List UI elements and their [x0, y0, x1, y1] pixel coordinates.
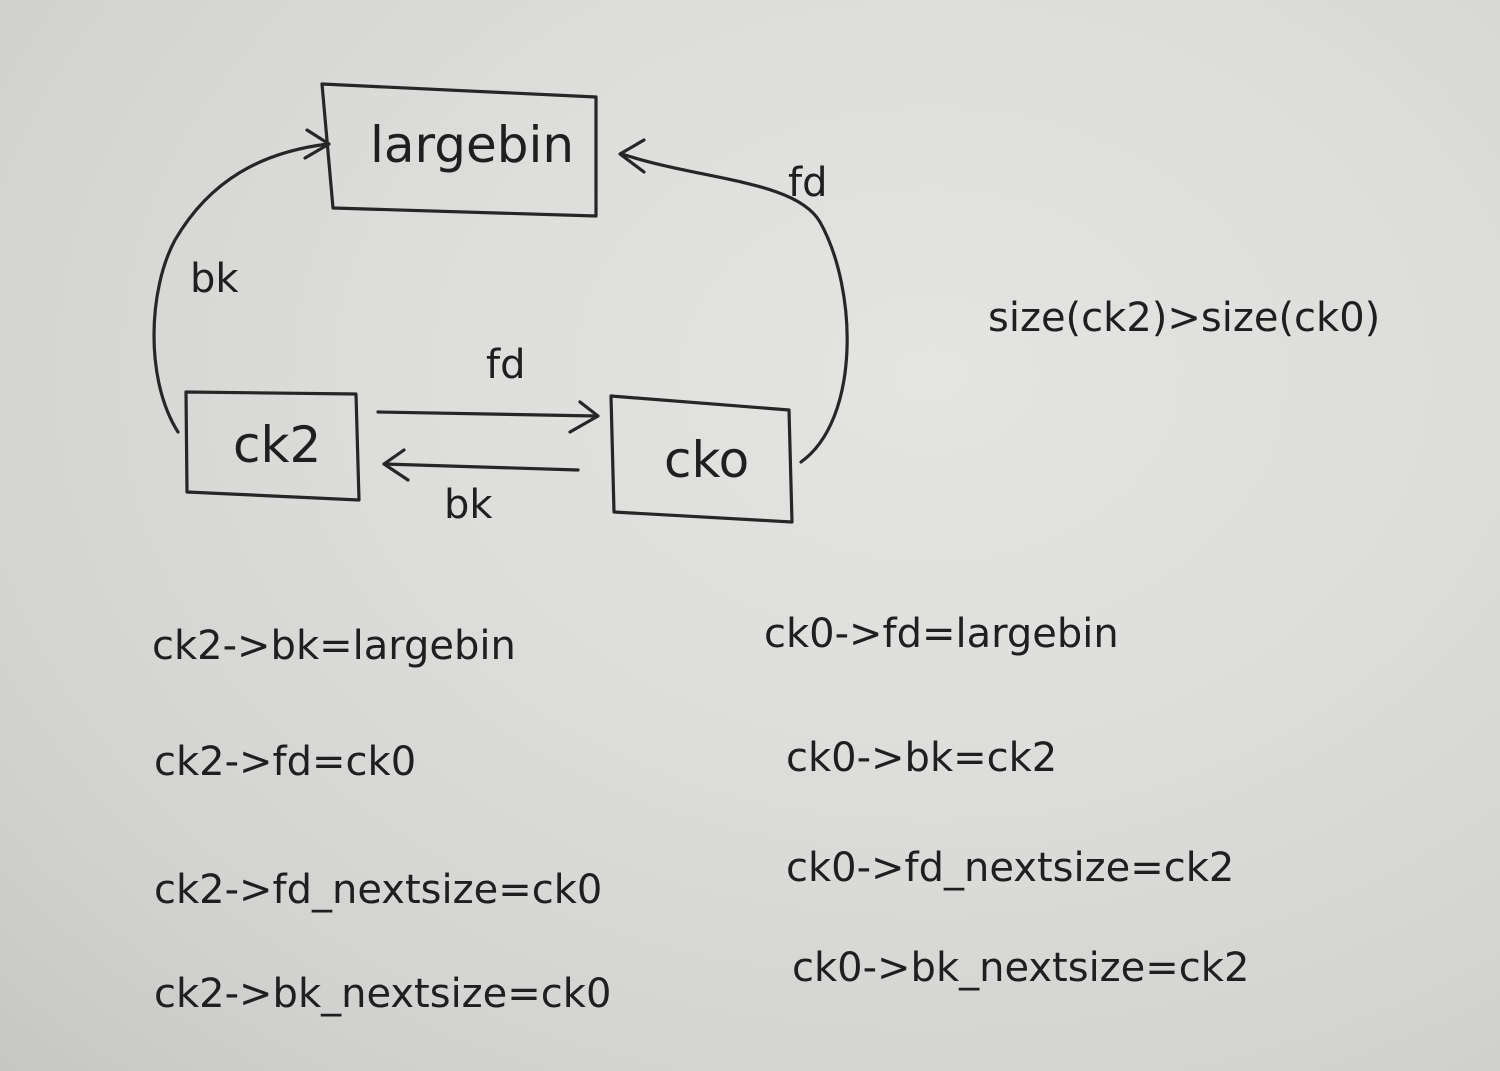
arrowhead-icon	[382, 448, 410, 482]
note-line: ck2->bk_nextsize=ck0	[154, 971, 612, 1017]
note-line: ck2->fd=ck0	[154, 739, 417, 785]
note-line: ck0->bk_nextsize=ck2	[792, 945, 1250, 991]
note-line: ck0->fd_nextsize=ck2	[786, 845, 1235, 891]
largebin-node: largebin	[320, 82, 598, 218]
edge-ck2-bk-largebin: bk	[152, 128, 331, 434]
ck0-box	[609, 394, 794, 524]
bk-label: bk	[190, 256, 239, 302]
largebin-label: largebin	[370, 116, 574, 174]
note-line: ck2->bk=largebin	[152, 623, 516, 669]
arrowhead-icon	[568, 400, 600, 434]
ck0-label: cko	[664, 431, 749, 489]
note-line: ck0->bk=ck2	[786, 735, 1058, 781]
ck2-node: ck2	[184, 390, 361, 502]
note-line: ck2->fd_nextsize=ck0	[154, 867, 603, 913]
ck2-label: ck2	[233, 416, 321, 474]
fd-label: fd	[486, 342, 525, 388]
edge-ck0-bk-ck2: bk	[382, 448, 580, 528]
edge-ck0-fd-largebin: fd	[618, 138, 849, 464]
largebin-box	[320, 82, 598, 218]
bk-curve	[152, 142, 330, 434]
bk-line	[382, 462, 580, 472]
fd-line	[376, 410, 598, 418]
arrowhead-icon	[303, 128, 331, 160]
edge-ck2-fd-ck0: fd	[376, 342, 600, 434]
fd-curve	[620, 152, 849, 464]
ck2-box	[184, 390, 361, 502]
bk-label: bk	[444, 482, 493, 528]
ck0-node: cko	[609, 394, 794, 524]
arrowhead-icon	[618, 138, 646, 174]
fd-label: fd	[788, 160, 827, 206]
note-line: ck0->fd=largebin	[764, 611, 1119, 657]
size-comparison-note: size(ck2)>size(ck0)	[988, 295, 1381, 341]
